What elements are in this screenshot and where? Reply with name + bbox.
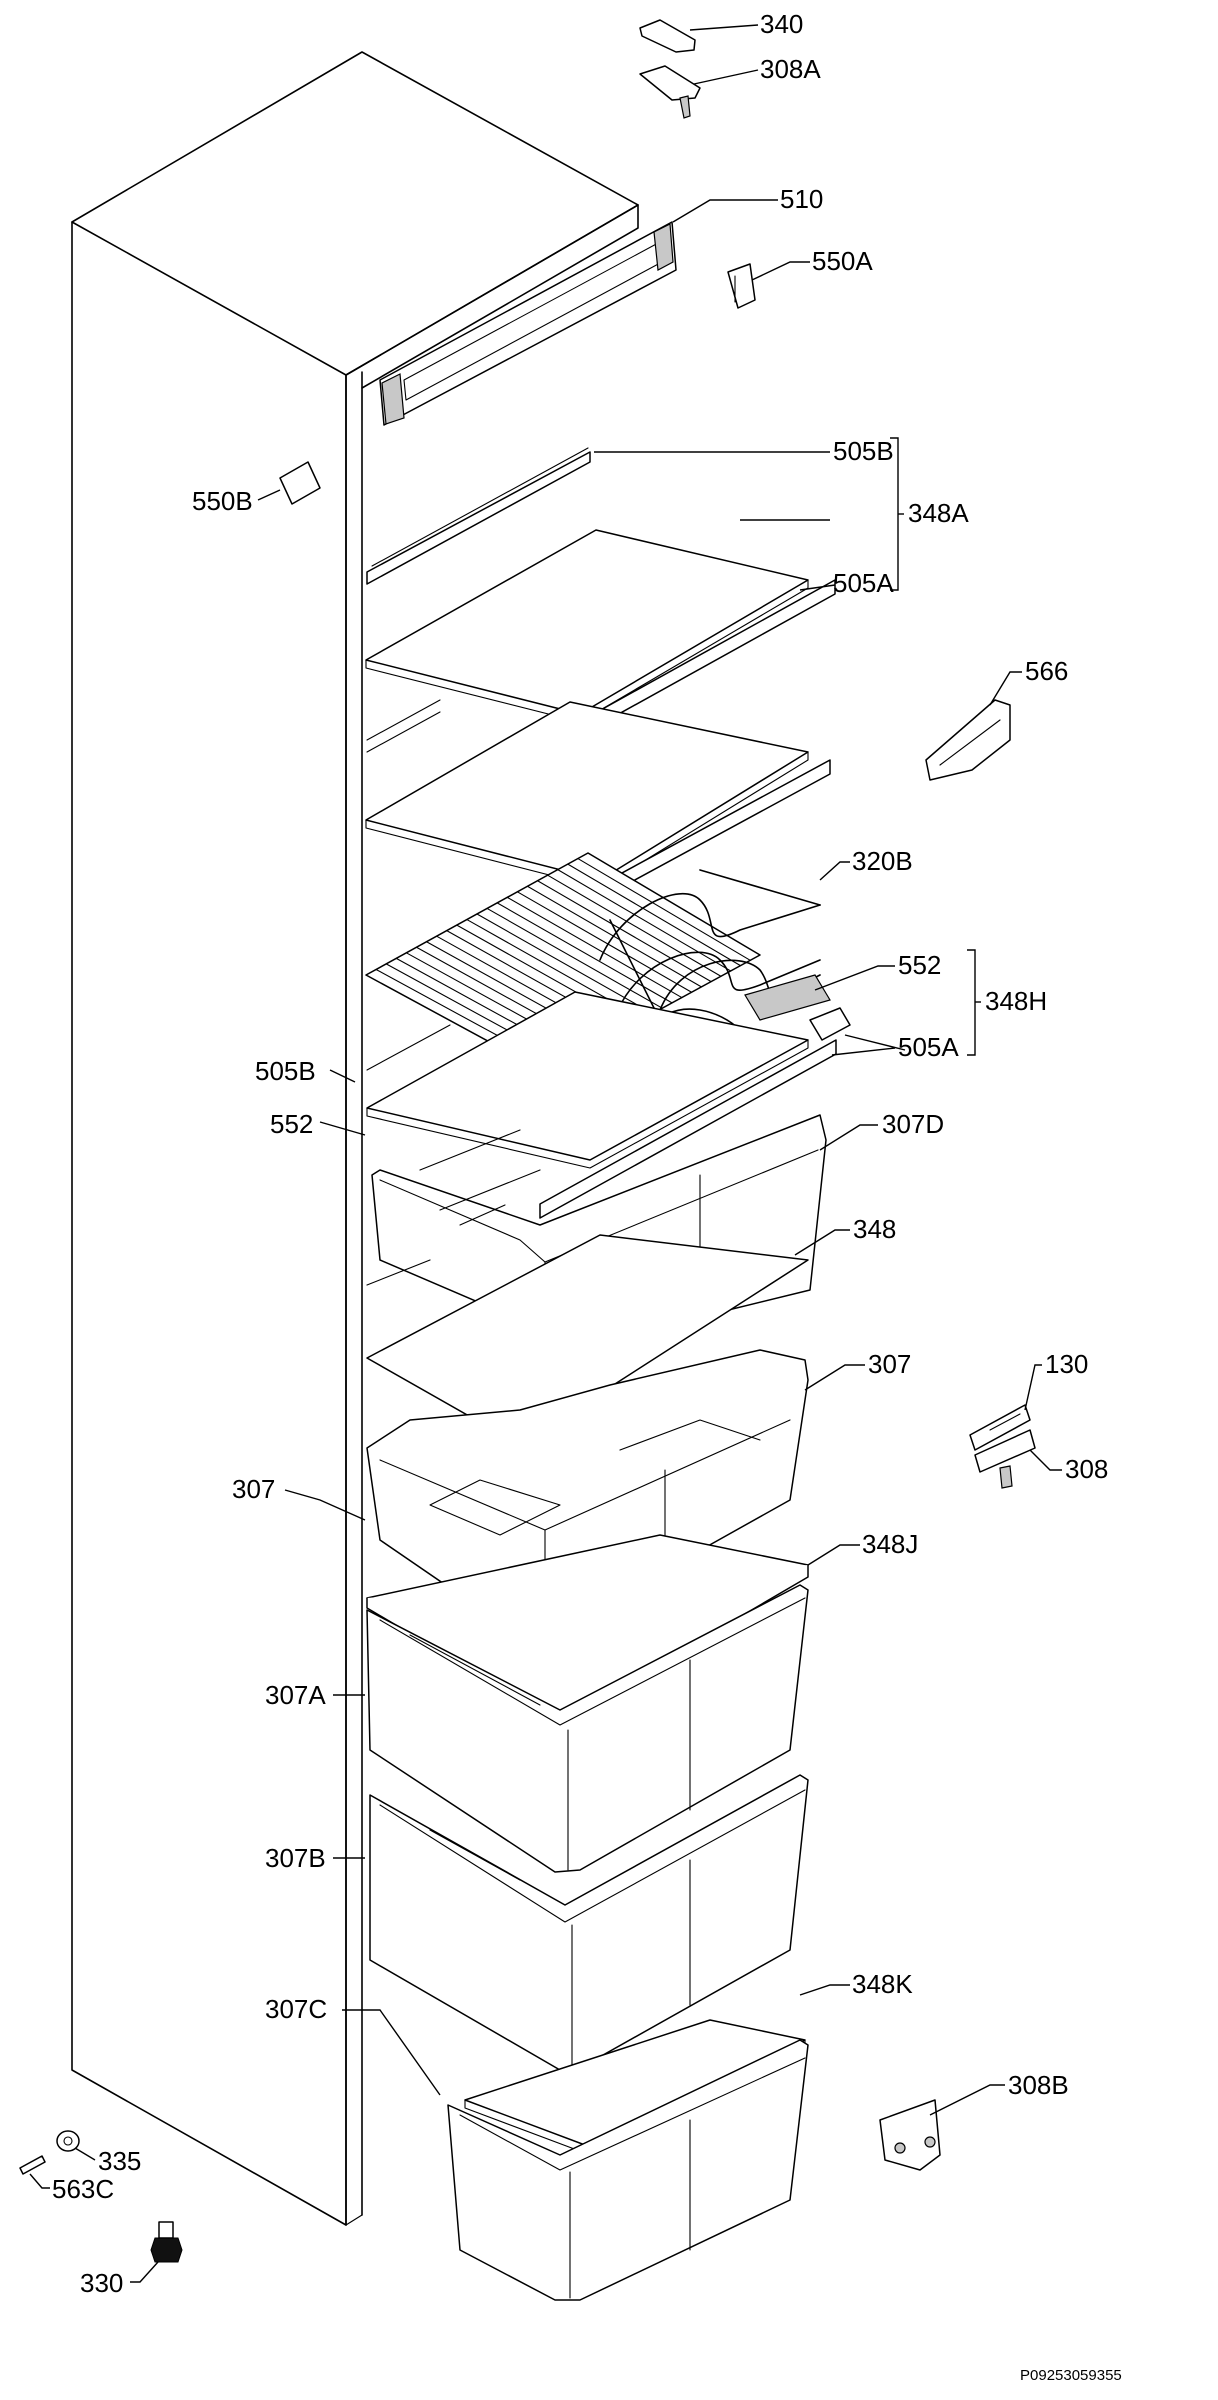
label-335: 335 <box>98 2146 141 2176</box>
label-550b: 550B <box>192 486 253 516</box>
part-308a <box>639 65 701 119</box>
label-307c: 307C <box>265 1994 327 2024</box>
label-340: 340 <box>760 9 803 39</box>
part-340 <box>639 19 696 53</box>
brace-348h <box>967 949 981 1056</box>
wire-bar <box>476 913 654 1015</box>
label-348a: 348A <box>908 498 969 528</box>
wire-bar <box>577 857 751 961</box>
label-307d: 307D <box>882 1109 944 1139</box>
part-labels: 340 308A 510 550A 550B 505B 348A 505A 56… <box>52 9 1122 2384</box>
wire-bar <box>506 896 683 999</box>
control-panel-510 <box>379 221 677 426</box>
label-550a: 550A <box>812 246 873 276</box>
wire-bar <box>536 880 712 983</box>
drawer-307a <box>366 1584 809 1873</box>
label-320b: 320B <box>852 846 913 876</box>
label-307-right: 307 <box>868 1349 911 1379</box>
part-566 <box>925 699 1011 781</box>
wire-bar <box>516 891 693 993</box>
label-563c: 563C <box>52 2174 114 2204</box>
drawer-307c <box>447 2039 809 2301</box>
label-308b: 308B <box>1008 2070 1069 2100</box>
label-308a: 308A <box>760 54 821 84</box>
part-550b <box>279 461 321 505</box>
label-130: 130 <box>1045 1349 1088 1379</box>
label-510: 510 <box>780 184 823 214</box>
label-307a: 307A <box>265 1680 326 1710</box>
part-330 <box>150 2221 183 2263</box>
document-code: P09253059355 <box>1020 2367 1122 2384</box>
label-307b: 307B <box>265 1843 326 1873</box>
refrigerator-cabinet <box>71 51 639 2226</box>
wire-bar <box>547 874 722 977</box>
wire-bar <box>567 863 742 967</box>
label-505a-mid: 505A <box>898 1032 959 1062</box>
label-348: 348 <box>853 1214 896 1244</box>
label-505b-mid: 505B <box>255 1056 316 1086</box>
glass-shelf-348h <box>366 974 851 1219</box>
wire-bar <box>557 869 732 972</box>
part-550a <box>727 263 756 309</box>
label-505b-top: 505B <box>833 436 894 466</box>
brace-348a <box>890 437 904 591</box>
wire-bar <box>486 907 663 1009</box>
label-348j: 348J <box>862 1529 918 1559</box>
leader-lines <box>29 24 1062 2283</box>
wire-bar <box>526 885 702 988</box>
part-563c <box>19 2155 46 2175</box>
label-505a-top: 505A <box>833 568 894 598</box>
label-552-right: 552 <box>898 950 941 980</box>
part-308b <box>879 2099 941 2171</box>
label-552-left: 552 <box>270 1109 313 1139</box>
label-308: 308 <box>1065 1454 1108 1484</box>
label-307-left: 307 <box>232 1474 275 1504</box>
part-130 <box>969 1404 1031 1451</box>
part-335 <box>56 2130 80 2152</box>
label-348h: 348H <box>985 986 1047 1016</box>
part-308 <box>974 1429 1036 1489</box>
label-348k: 348K <box>852 1969 913 1999</box>
drawer-307b <box>369 1774 809 2071</box>
label-330: 330 <box>80 2268 123 2298</box>
label-566: 566 <box>1025 656 1068 686</box>
